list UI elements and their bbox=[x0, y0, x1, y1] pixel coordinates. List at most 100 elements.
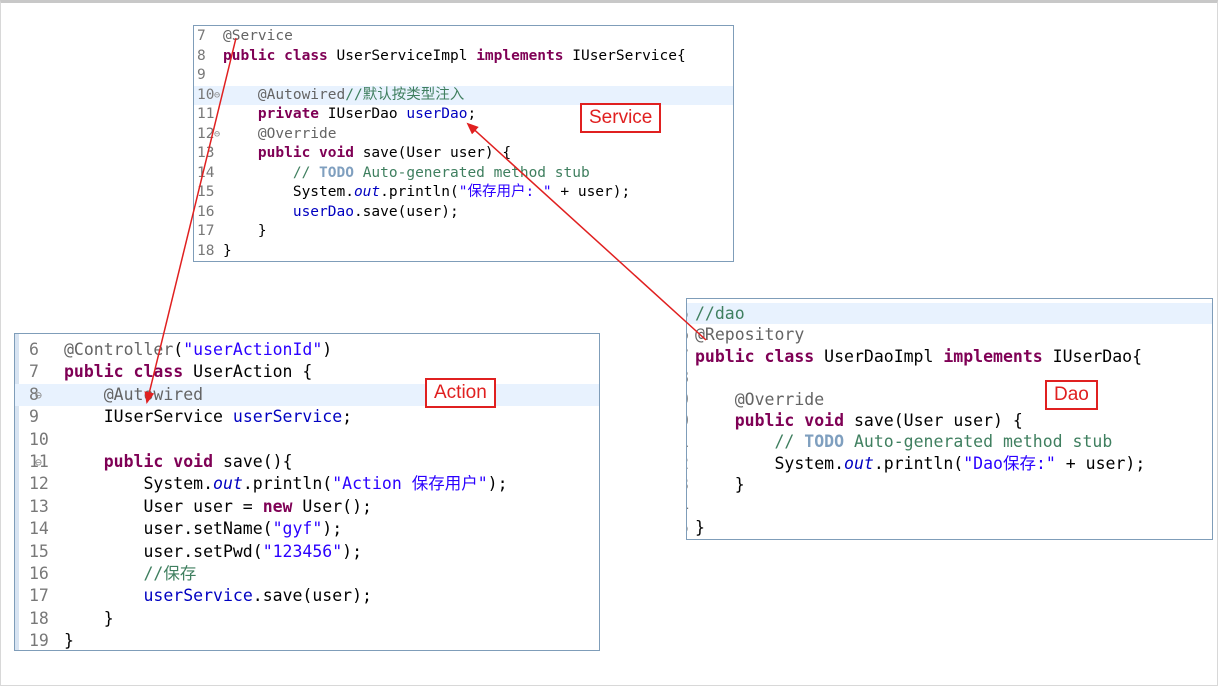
code-line: 2 System.out.println("Dao保存:" + user); bbox=[687, 453, 1212, 474]
code-text: } bbox=[223, 223, 267, 239]
code-token: "保存用户: " bbox=[458, 184, 552, 200]
code-token: user.setName( bbox=[64, 519, 273, 539]
code-token: ; bbox=[467, 106, 477, 122]
code-text: @Repository bbox=[695, 325, 804, 344]
line-number: 16 bbox=[29, 563, 49, 583]
code-token bbox=[223, 87, 258, 103]
code-line: 14 // TODO Auto-generated method stub bbox=[194, 164, 733, 184]
code-token: "Action 保存用户" bbox=[332, 474, 488, 494]
line-number: 11 bbox=[197, 106, 215, 122]
code-token bbox=[64, 586, 143, 605]
code-line: 9 IUserService userService; bbox=[15, 406, 599, 428]
code-token bbox=[163, 452, 173, 471]
code-token: System. bbox=[695, 453, 845, 473]
line-number: 8 bbox=[687, 367, 695, 388]
code-token: ; bbox=[342, 407, 353, 427]
line-number: 7 bbox=[687, 346, 695, 367]
code-token: ); bbox=[487, 474, 508, 494]
code-token: @Service bbox=[223, 28, 293, 44]
code-token: out bbox=[844, 453, 874, 473]
code-token: implements bbox=[943, 346, 1043, 366]
gutter-bar bbox=[15, 334, 19, 650]
fold-icon[interactable]: ⊖ bbox=[214, 89, 221, 101]
fold-icon[interactable]: ⊖ bbox=[35, 387, 42, 402]
code-token bbox=[695, 411, 735, 430]
line-number: 9 bbox=[687, 389, 695, 410]
code-text: userDao.save(user); bbox=[223, 204, 459, 220]
line-number: 14 bbox=[197, 164, 215, 181]
code-token: } bbox=[223, 242, 232, 259]
code-token: public bbox=[695, 346, 755, 366]
code-token: @Override bbox=[734, 389, 825, 409]
line-number: 18 bbox=[197, 242, 215, 259]
code-token bbox=[223, 126, 258, 142]
line-number: 13 bbox=[197, 145, 215, 161]
code-token: User(); bbox=[292, 496, 372, 516]
code-token: //默认按类型注入 bbox=[345, 86, 465, 103]
line-number: 8 bbox=[29, 384, 39, 404]
code-text: } bbox=[64, 609, 114, 628]
fold-icon[interactable]: ⊖ bbox=[214, 128, 221, 140]
code-token: .println( bbox=[873, 453, 964, 473]
code-text: } bbox=[223, 243, 232, 259]
code-text: User user = new User(); bbox=[64, 497, 372, 516]
code-token: //保存 bbox=[143, 563, 197, 583]
code-token: void bbox=[804, 410, 845, 430]
code-token: TODO bbox=[319, 164, 354, 181]
line-number: 10 bbox=[29, 429, 49, 449]
code-token bbox=[64, 452, 104, 471]
fold-icon[interactable]: ⊖ bbox=[35, 454, 42, 469]
code-token: implements bbox=[476, 47, 564, 64]
code-token: public bbox=[257, 145, 311, 161]
code-text: userService.save(user); bbox=[64, 586, 372, 605]
dao-label: Dao bbox=[1045, 380, 1098, 410]
code-token: // bbox=[774, 432, 805, 452]
code-token: "gyf" bbox=[272, 519, 323, 539]
code-line: 7@Service bbox=[194, 27, 733, 47]
code-token: ); bbox=[342, 541, 363, 561]
line-number: 18 bbox=[29, 608, 49, 628]
code-line: 16 userDao.save(user); bbox=[194, 203, 733, 223]
code-token: @Override bbox=[257, 125, 337, 142]
code-token bbox=[695, 432, 774, 451]
code-text: // TODO Auto-generated method stub bbox=[695, 432, 1112, 451]
code-line: 6@Repository bbox=[687, 324, 1212, 345]
code-token: void bbox=[319, 145, 354, 161]
line-number: 15 bbox=[29, 541, 49, 561]
code-line: 17 userService.save(user); bbox=[15, 585, 599, 607]
code-token: save(){ bbox=[213, 451, 293, 471]
code-text: } bbox=[695, 475, 745, 494]
code-text: public class UserServiceImpl implements … bbox=[223, 48, 686, 64]
code-token bbox=[223, 204, 293, 220]
code-line: 0 public void save(User user) { bbox=[687, 410, 1212, 431]
code-text: public class UserAction { bbox=[64, 362, 312, 381]
code-line: 14 user.setName("gyf"); bbox=[15, 518, 599, 540]
code-token: System. bbox=[223, 184, 354, 200]
code-text: } bbox=[695, 518, 705, 537]
code-token: //dao bbox=[695, 304, 745, 323]
code-token: public bbox=[103, 451, 164, 471]
code-text: IUserService userService; bbox=[64, 407, 352, 426]
code-token: + user); bbox=[1055, 453, 1146, 473]
code-token: IUserService{ bbox=[563, 47, 686, 64]
code-line: 15 user.setPwd("123456"); bbox=[15, 541, 599, 563]
code-line: 3 } bbox=[687, 474, 1212, 495]
code-text: @Override bbox=[695, 390, 824, 409]
code-token: } bbox=[64, 631, 74, 651]
code-token bbox=[124, 362, 134, 381]
code-line: 11⊖ public void save(){ bbox=[15, 451, 599, 473]
code-line: 11 private IUserDao userDao; bbox=[194, 105, 733, 125]
code-text: public class UserDaoImpl implements IUse… bbox=[695, 347, 1142, 366]
code-line: 8 bbox=[687, 367, 1212, 388]
code-token: public bbox=[734, 410, 795, 430]
code-token bbox=[310, 145, 319, 161]
line-number: 9 bbox=[29, 407, 39, 427]
line-number: 4 bbox=[687, 496, 695, 517]
line-number: 5 bbox=[687, 517, 695, 538]
line-number: 12 bbox=[29, 474, 49, 494]
line-number: 6 bbox=[29, 340, 39, 359]
code-token: void bbox=[173, 451, 214, 471]
code-token: ); bbox=[322, 519, 343, 539]
